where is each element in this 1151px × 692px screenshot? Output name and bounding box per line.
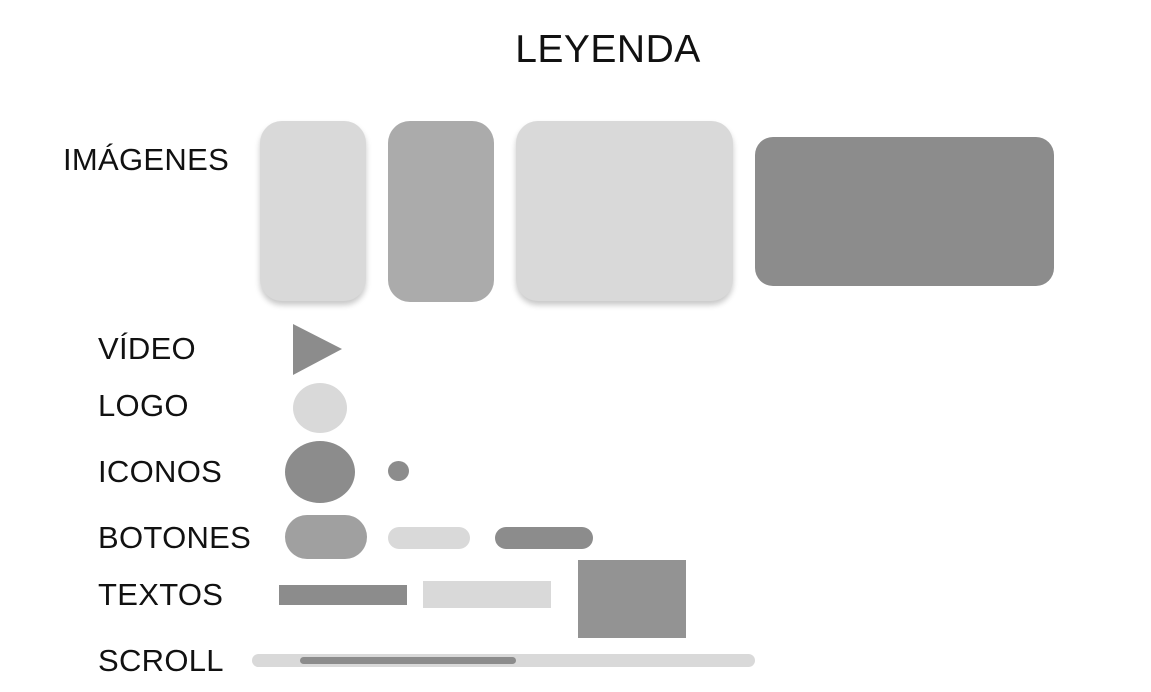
image-placeholder-portrait-light xyxy=(260,121,366,301)
button-placeholder-dark xyxy=(495,527,593,549)
icon-placeholder-small xyxy=(388,461,409,481)
logo-placeholder xyxy=(293,383,347,433)
scrollbar-track xyxy=(252,654,755,667)
text-block-placeholder xyxy=(578,560,686,638)
text-placeholder-light xyxy=(423,581,551,608)
label-texts: TEXTOS xyxy=(98,577,224,612)
label-logo: LOGO xyxy=(98,388,189,423)
label-buttons: BOTONES xyxy=(98,520,252,555)
text-placeholder-dark xyxy=(279,585,407,605)
play-icon xyxy=(293,324,342,375)
button-placeholder-large xyxy=(285,515,367,559)
label-images: IMÁGENES xyxy=(63,142,230,177)
label-scroll: SCROLL xyxy=(98,643,224,678)
image-placeholder-landscape-light xyxy=(516,121,733,301)
icon-placeholder-large xyxy=(285,441,355,503)
label-video: VÍDEO xyxy=(98,331,196,366)
button-placeholder-light xyxy=(388,527,470,549)
image-placeholder-landscape-dark xyxy=(755,137,1054,286)
image-placeholder-portrait-medium xyxy=(388,121,494,302)
label-icons: ICONOS xyxy=(98,454,223,489)
legend-title: LEYENDA xyxy=(515,28,701,71)
scrollbar-thumb xyxy=(300,657,516,664)
